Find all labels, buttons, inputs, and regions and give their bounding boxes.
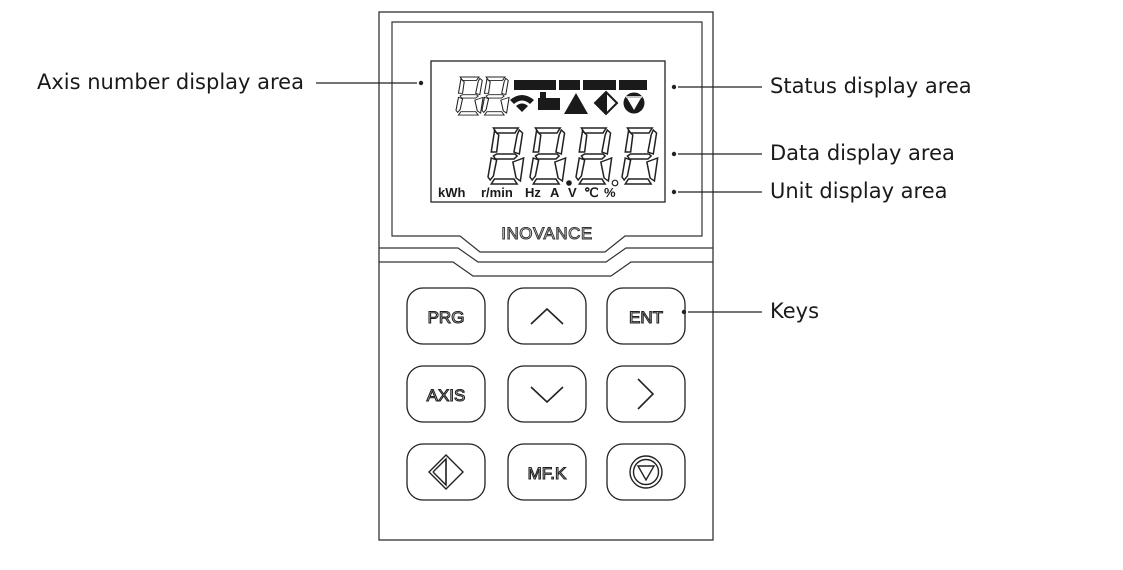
right-key[interactable] (606, 365, 686, 423)
unit-labels: kWh r/min Hz A V ℃ % (438, 185, 616, 200)
up-key[interactable] (507, 287, 587, 345)
warning-icon (564, 93, 588, 114)
callout-status: Status display area (770, 74, 972, 98)
unit-v: V (568, 185, 577, 200)
unit-a: A (550, 185, 560, 200)
unit-hz: Hz (525, 185, 541, 200)
run-key[interactable] (406, 443, 486, 501)
unit-kwh: kWh (438, 185, 466, 200)
callout-keys: Keys (770, 299, 820, 323)
callout-data: Data display area (770, 141, 955, 165)
callout-axis-number: Axis number display area (37, 70, 304, 94)
stop-status-icon (623, 92, 645, 114)
status-icons (510, 90, 645, 116)
stop-key[interactable] (606, 443, 686, 501)
signal-icon (510, 95, 534, 112)
mfk-key-label: MF.K (528, 464, 567, 483)
status-bar-segments (514, 80, 647, 90)
callout-lines (316, 80, 762, 315)
ent-key-label: ENT (629, 308, 663, 327)
down-key[interactable] (507, 365, 587, 423)
unit-rpm: r/min (481, 185, 513, 200)
unit-celsius: ℃ (584, 185, 599, 200)
ent-key[interactable]: ENT (606, 287, 686, 345)
axis-key[interactable]: AXIS (406, 365, 486, 423)
run-status-icon (593, 90, 619, 116)
panel-divider-line-2 (379, 261, 713, 277)
right-arrow-icon (637, 378, 655, 410)
decimal-points (566, 179, 619, 187)
stop-icon (629, 455, 663, 489)
callout-unit: Unit display area (770, 179, 948, 203)
mfk-key[interactable]: MF.K (507, 443, 587, 501)
terminal-icon (538, 92, 560, 110)
brand-logo: INOVANCE (501, 224, 593, 243)
prg-key-label: PRG (428, 308, 465, 327)
panel-divider-line (379, 247, 713, 263)
down-arrow-icon (530, 386, 564, 404)
display-bezel (391, 21, 703, 253)
axis-key-label: AXIS (427, 386, 466, 405)
up-arrow-icon (530, 307, 564, 325)
run-icon (428, 454, 464, 490)
prg-key[interactable]: PRG (406, 287, 486, 345)
unit-percent: % (604, 185, 616, 200)
